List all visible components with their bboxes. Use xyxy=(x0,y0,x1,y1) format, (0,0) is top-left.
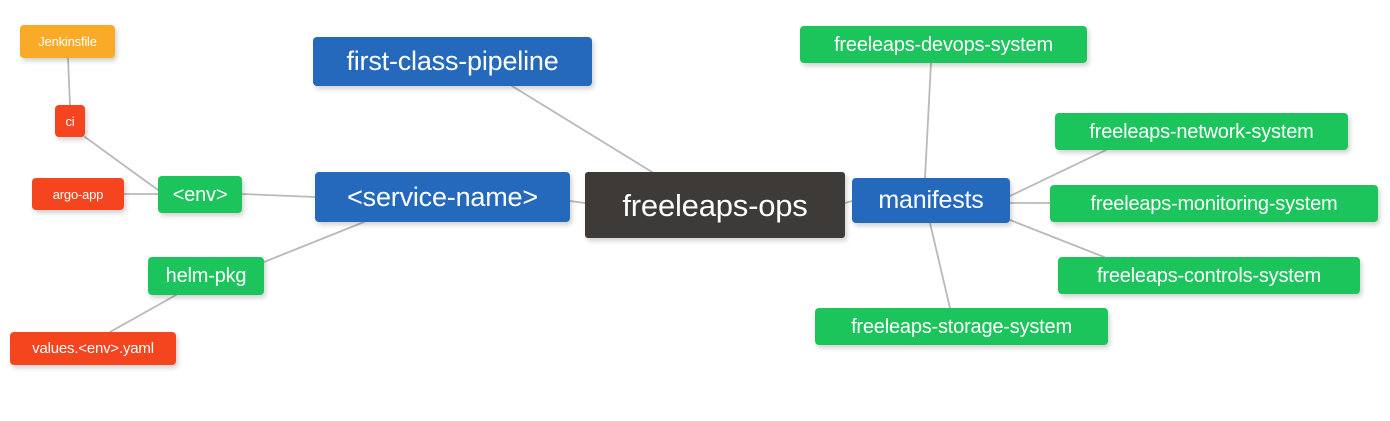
mindmap-node-values-env-yaml[interactable]: values.<env>.yaml xyxy=(10,332,176,365)
mindmap-node-devops-system[interactable]: freeleaps-devops-system xyxy=(800,26,1087,63)
edge-manifests-controls xyxy=(1009,219,1105,258)
mindmap-node-ci[interactable]: ci xyxy=(55,105,85,137)
mindmap-node-helm-pkg[interactable]: helm-pkg xyxy=(148,257,264,295)
edge-jenkinsfile-ci xyxy=(67,57,71,106)
edge-servicename-root xyxy=(569,200,586,204)
edge-manifests-storage xyxy=(929,222,951,309)
mindmap-node-first-class-pipeline[interactable]: first-class-pipeline xyxy=(313,37,592,86)
mindmap-node-argo-app[interactable]: argo-app xyxy=(32,178,124,210)
mindmap-node-monitoring-system[interactable]: freeleaps-monitoring-system xyxy=(1050,185,1378,222)
mindmap-node-freeleaps-ops[interactable]: freeleaps-ops xyxy=(585,172,845,238)
edge-env-servicename xyxy=(241,193,316,198)
edge-servicename-helmpkg xyxy=(263,221,365,263)
mindmap-node-jenkinsfile[interactable]: Jenkinsfile xyxy=(20,25,115,58)
edge-manifests-devops xyxy=(924,62,932,179)
mindmap-node-manifests[interactable]: manifests xyxy=(852,178,1010,223)
edge-helmpkg-values xyxy=(109,294,177,333)
edge-root-manifests xyxy=(844,200,853,204)
mindmap-node-env[interactable]: <env> xyxy=(158,176,242,213)
mindmap-node-service-name[interactable]: <service-name> xyxy=(315,172,570,222)
mindmap-node-storage-system[interactable]: freeleaps-storage-system xyxy=(815,308,1108,345)
mindmap-node-controls-system[interactable]: freeleaps-controls-system xyxy=(1058,257,1360,294)
mindmap-node-network-system[interactable]: freeleaps-network-system xyxy=(1055,113,1348,150)
edge-pipeline-root xyxy=(511,85,653,173)
